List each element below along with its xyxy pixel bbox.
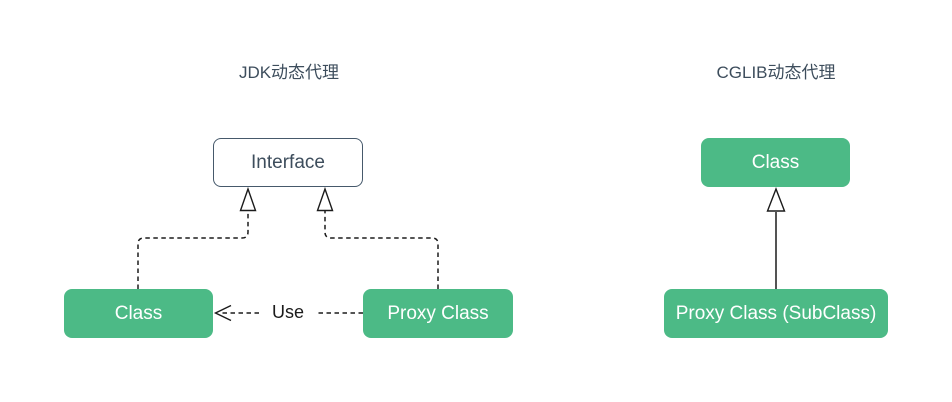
use-edge-label: Use [259, 300, 317, 325]
jdk-diagram-title: JDK动态代理 [238, 63, 340, 82]
open-arrowhead-icon [213, 304, 232, 322]
jdk-class-node: Class [64, 289, 213, 338]
hollow-triangle-arrowhead-icon [766, 187, 786, 212]
cglib-diagram-title: CGLIB动态代理 [716, 63, 836, 82]
cglib-proxy-subclass-node: Proxy Class (SubClass) [664, 289, 888, 338]
jdk-class-implements-interface-edge [137, 211, 249, 289]
hollow-triangle-arrowhead-icon [316, 186, 334, 212]
hollow-triangle-arrowhead-icon [239, 186, 257, 212]
cglib-class-node: Class [701, 138, 850, 187]
interface-node: Interface [213, 138, 363, 187]
jdk-proxy-class-node: Proxy Class [363, 289, 513, 338]
jdk-proxy-implements-interface-edge [324, 211, 439, 289]
